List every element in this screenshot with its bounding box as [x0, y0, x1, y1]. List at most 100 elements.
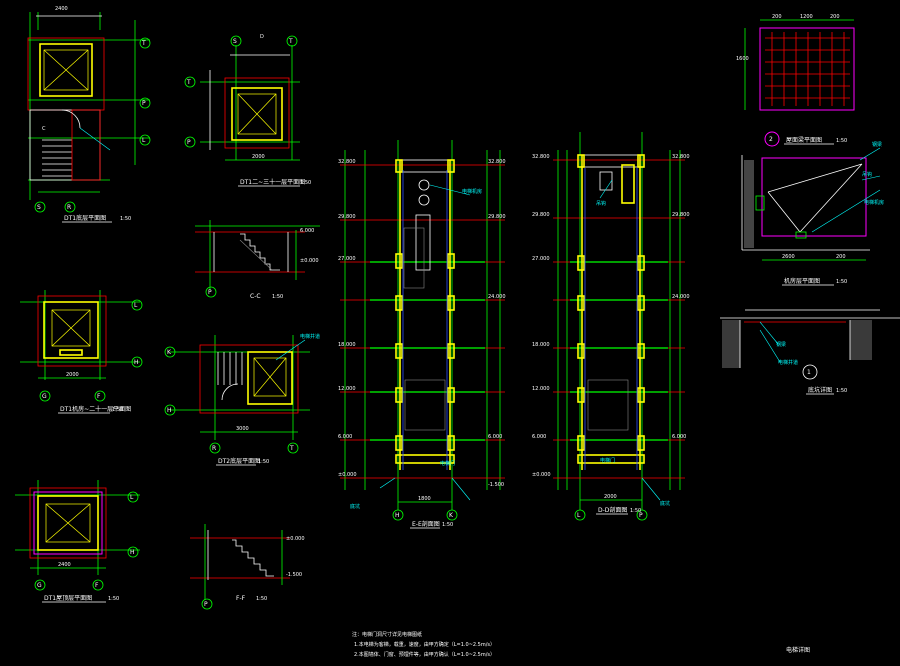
caption-ff: F-F — [236, 595, 246, 602]
drawing-title: 电梯详图 — [786, 646, 810, 654]
ee-annot-pit: 底坑 — [350, 503, 360, 510]
detail-2: 2 — [769, 136, 773, 143]
grid-p-cc: P — [208, 289, 212, 296]
dim-dt2: 3000 — [236, 426, 249, 432]
dd-annot-hook: 吊钩 — [596, 200, 606, 207]
scale-4: 1:50 — [258, 459, 269, 465]
dim-typ: 2000 — [252, 154, 265, 160]
scale-2: 1:50 — [300, 180, 311, 186]
dim-mr: 2400 — [58, 562, 71, 568]
lvl-ee-4: 18.000 — [338, 342, 356, 348]
lvl-ee-r2: 29.800 — [488, 214, 506, 220]
caption-pit: 底坑详图 — [808, 386, 832, 394]
lvl-dd-5: 12.000 — [532, 386, 550, 392]
dim-mr-1: 2600 — [782, 254, 795, 260]
lvl-ff-2: -1.500 — [286, 572, 302, 578]
grid-h-ee: H — [395, 512, 400, 519]
lvl-ee-r1: 32.800 — [488, 159, 506, 165]
lvl-cc-2: ±0.000 — [300, 258, 319, 264]
lvl-ee-1: 32.800 — [338, 159, 356, 165]
grid-f-2: F — [95, 582, 99, 589]
section-ee: 电梯机房 电梯门 底坑 32.800 29.800 27.000 18.000 … — [338, 140, 506, 529]
dt1-small-plan-1: L H G F 2000 DT1机房~二十一层平面图 1:50 — [20, 290, 143, 414]
caption-dd: D-D剖面图 — [598, 506, 627, 514]
grid-h-2: H — [167, 407, 172, 414]
dim-roof-4: 1600 — [736, 56, 749, 62]
scale-6: 1:50 — [836, 138, 847, 144]
section-dd: 吊钩 电梯门 底坑 32.800 29.800 27.000 18.000 12… — [532, 132, 690, 521]
scale-cc: 1:50 — [272, 294, 283, 300]
dt1-machine-plan: L H G F 2400 DT1屋顶层平面图 1:50 — [15, 480, 140, 603]
mr-annot-3: 电梯机房 — [864, 199, 884, 206]
notes-title: 注：电梯门洞尺寸详见电梯图纸 — [352, 631, 422, 638]
label-d-top: D — [260, 34, 264, 40]
scale-ee: 1:50 — [442, 522, 453, 528]
lvl-dd-4: 18.000 — [532, 342, 550, 348]
machine-room-plan: 钢梁 吊钩 电梯机房 2600 200 机房层平面图 1:50 — [741, 141, 884, 286]
caption-roof-beam: 屋面梁平面图 — [786, 136, 822, 144]
dd-annot-door: 电梯门 — [600, 457, 615, 464]
dd-annot-pit: 底坑 — [660, 500, 670, 507]
lvl-dd-1: 32.800 — [532, 154, 550, 160]
dt2-annot: 电梯井道 — [300, 333, 320, 340]
scale-8: 1:50 — [836, 388, 847, 394]
notes-block: 注：电梯门洞尺寸详见电梯图纸 1.本电梯为客梯，载重，速度，由甲方确定（L=1.… — [352, 631, 810, 658]
lvl-ee-r4: 6.000 — [488, 434, 502, 440]
mr-annot-1: 钢梁 — [872, 141, 882, 148]
grid-s-2: S — [233, 38, 237, 45]
grid-l-1: L — [142, 137, 146, 144]
lvl-ee-r5: -1.500 — [488, 482, 504, 488]
lvl-ee-r3: 24.000 — [488, 294, 506, 300]
lvl-dd-r1: 32.800 — [672, 154, 690, 160]
scale-7: 1:50 — [836, 279, 847, 285]
dim-dd: 2000 — [604, 494, 617, 500]
roof-beam-plan: 200 1200 200 1600 2 屋面梁平面图 1:50 — [736, 14, 855, 147]
scale-5: 1:50 — [108, 596, 119, 602]
grid-r-2: R — [212, 445, 216, 452]
caption-dt1-machine: DT1屋顶层平面图 — [44, 595, 92, 602]
grid-h-1: H — [134, 359, 139, 366]
caption-dt1-roof: DT1机房~二十一层平面图 — [60, 405, 131, 413]
grid-f-1: F — [97, 393, 101, 400]
section-cc: 6.000 ±0.000 P C-C 1:50 — [195, 220, 320, 300]
detail-1: 1 — [807, 369, 811, 376]
lvl-ff-1: ±0.000 — [286, 536, 305, 542]
caption-cc: C-C — [250, 293, 261, 300]
ee-annot-machine: 电梯机房 — [462, 188, 482, 195]
lvl-ee-6: 6.000 — [338, 434, 352, 440]
lvl-dd-r2: 29.800 — [672, 212, 690, 218]
dt2-plan: 电梯井道 K H R T 3000 DT2底层平面图 1:50 — [164, 333, 320, 466]
grid-p-1: P — [142, 100, 146, 107]
pit-annot-1: 钢梁 — [776, 341, 786, 348]
pit-annot-2: 电梯井道 — [778, 359, 798, 366]
grid-t-3: T — [186, 79, 191, 86]
grid-g-2: G — [37, 582, 42, 589]
scale-ff: 1:50 — [256, 596, 267, 602]
grid-p-dd: P — [639, 512, 643, 519]
grid-t-4: T — [289, 445, 294, 452]
mr-annot-2: 吊钩 — [862, 171, 872, 178]
lvl-dd-6: 6.000 — [532, 434, 546, 440]
grid-s-1: S — [37, 204, 41, 211]
scale-dd: 1:50 — [630, 508, 641, 514]
grid-p-ff: P — [204, 601, 208, 608]
grid-h-3: H — [130, 549, 135, 556]
dim-roof-2: 1200 — [800, 14, 813, 20]
scale-3: 1:50 — [112, 407, 123, 413]
grid-t-1: T — [141, 40, 146, 47]
lvl-ee-5: 12.000 — [338, 386, 356, 392]
lvl-cc-1: 6.000 — [300, 228, 314, 234]
caption-ee: E-E剖面图 — [412, 520, 440, 528]
lvl-dd-2: 29.800 — [532, 212, 550, 218]
dim-top: 2400 — [55, 6, 68, 12]
ee-annot-door: 电梯门 — [440, 460, 455, 467]
grid-l-2: L — [134, 302, 138, 309]
grid-r-1: R — [67, 204, 71, 211]
dt1-typical-plan: S T D T P 2000 DT1二~三十一层平面图 1:50 — [184, 34, 311, 187]
scale-1: 1:50 — [120, 216, 131, 222]
grid-l-3: L — [130, 494, 134, 501]
grid-g-1: G — [42, 393, 47, 400]
label-c: C — [42, 126, 46, 132]
lvl-ee-3: 27.000 — [338, 256, 356, 262]
